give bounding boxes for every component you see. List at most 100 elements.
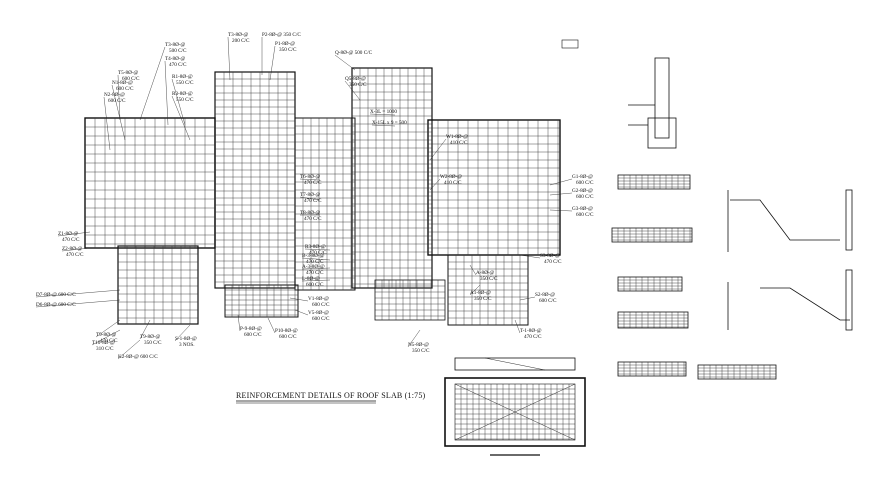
rebar-label-text: G3-8Ø-@ bbox=[572, 206, 593, 212]
rebar-spacing-text: 470 C/C bbox=[306, 270, 324, 276]
rebar-label-text: D7-8Ø-@ 600 C/C bbox=[36, 292, 76, 298]
rebar-label-text: S3-8Ø-@ bbox=[540, 253, 560, 259]
rebar-spacing-text: 600 C/C bbox=[108, 98, 126, 104]
rebar-label: S-1-8Ø-@3 NOS. bbox=[174, 324, 197, 348]
leader-line bbox=[91, 329, 121, 346]
leader-line bbox=[139, 46, 166, 121]
rebar-spacing-text: 350 C/C bbox=[349, 82, 367, 88]
rebar-label: D7-8Ø-@ 600 C/C bbox=[35, 289, 121, 298]
rebar-spacing-text: 470 C/C bbox=[304, 198, 322, 204]
rebar-spacing-text: 350 C/C bbox=[480, 276, 498, 282]
rebar-label: B-3-8Ø-@470 C/C bbox=[301, 253, 331, 265]
rebar-label: S3-8Ø-@470 C/C bbox=[519, 253, 562, 265]
rebar-label: T9-8Ø-@350 C/C bbox=[139, 319, 162, 346]
rebar-label-text: B-3-8Ø-@ bbox=[302, 253, 325, 259]
rebar-label-text: T4-8Ø-@ bbox=[165, 56, 186, 62]
leader-line bbox=[514, 319, 521, 334]
rebar-label-text: T3-8Ø-@ bbox=[165, 42, 186, 48]
rebar-spacing-text: 200 C/C bbox=[232, 38, 250, 44]
rebar-label: Q-8Ø-@ 500 C/C bbox=[334, 50, 373, 71]
rebar-spacing-text: 600 C/C bbox=[539, 298, 557, 304]
slab-section-detail bbox=[444, 357, 586, 456]
rebar-label-text: G1-8Ø-@ bbox=[572, 174, 593, 180]
rebar-label-text: S-1-8Ø-@ bbox=[175, 336, 197, 342]
rebar-label-text: T-1-8Ø-@ bbox=[520, 328, 542, 334]
leader-line bbox=[269, 45, 276, 81]
leader-line bbox=[227, 36, 231, 81]
rebar-spacing-text: 470 C/C bbox=[66, 252, 84, 258]
leader-line bbox=[549, 178, 573, 186]
rebar-label-text: T8-8Ø-@ bbox=[300, 210, 321, 216]
rebar-label: S2-8Ø-@600 C/C bbox=[519, 292, 557, 304]
rebar-spacing-text: 600 C/C bbox=[122, 76, 140, 82]
leader-line bbox=[95, 319, 121, 338]
leader-line bbox=[469, 264, 477, 276]
leader-line bbox=[429, 138, 447, 161]
rebar-labels: T3-8Ø-@500 C/CT5-8Ø-@600 C/CN1-8Ø-@600 C… bbox=[35, 32, 594, 360]
rebar-line bbox=[484, 357, 546, 371]
rebar-label: P10-8Ø-@600 C/C bbox=[267, 317, 298, 340]
leader-line bbox=[301, 257, 331, 261]
leader-line bbox=[164, 60, 169, 126]
rebar-label-text: W1-8Ø-@ bbox=[446, 134, 468, 140]
rebar-label-text: R3-8Ø-@ bbox=[172, 91, 193, 97]
rebar-spacing-text: 600 C/C bbox=[576, 194, 594, 200]
rebar-spacing-text: 500 C/C bbox=[169, 48, 187, 54]
rebar-label-text: N2-8Ø-@ bbox=[104, 92, 125, 98]
rebar-label-text: T5-8Ø-@ bbox=[118, 70, 139, 76]
rebar-label-text: L-8Ø-@ bbox=[302, 276, 320, 282]
leader-line bbox=[111, 84, 126, 141]
rebar-label-text: T9-8Ø-@ bbox=[96, 332, 117, 338]
leader-line bbox=[304, 248, 331, 251]
leader-line bbox=[369, 113, 396, 116]
rebar-label-text: S2-8Ø-@ bbox=[535, 292, 555, 298]
rebar-spacing-text: 600 C/C bbox=[576, 180, 594, 186]
rebar-label: Q5-8Ø-@350 C/C bbox=[344, 76, 367, 101]
rebar-spacing-text: 310 C/C bbox=[96, 346, 114, 352]
rebar-line bbox=[454, 383, 576, 441]
rebar-label-text: N5-8Ø-@ bbox=[408, 342, 429, 348]
rebar-spacing-text: 350 C/C bbox=[412, 348, 430, 354]
rebar-label: R1-8Ø-@550 C/C bbox=[171, 74, 194, 126]
rebar-label: K2-8Ø-@ 600 C/C bbox=[117, 339, 158, 360]
leader-line bbox=[301, 267, 331, 270]
rebar-label-text: N1-8Ø-@ bbox=[112, 80, 133, 86]
leader-line bbox=[371, 124, 396, 127]
rebar-label-text: X-3L = 1000 bbox=[370, 109, 397, 115]
leader-line bbox=[174, 324, 191, 342]
rebar-label: T5-8Ø-@600 C/C bbox=[117, 70, 140, 121]
leader-line bbox=[294, 309, 309, 316]
rebar-label-text: X-15L x 9 = 500 bbox=[372, 120, 407, 126]
leader-line bbox=[299, 178, 321, 181]
leader-line bbox=[117, 74, 121, 121]
rebar-label: V1-8Ø-@600 C/C bbox=[289, 296, 330, 308]
rebar-label: T-1-8Ø-@470 C/C bbox=[514, 319, 542, 340]
leader-line bbox=[139, 319, 151, 340]
rebar-spacing-text: 470 C/C bbox=[304, 216, 322, 222]
leader-line bbox=[117, 339, 141, 360]
leader-line bbox=[57, 231, 91, 237]
leader-line bbox=[61, 247, 91, 252]
rebar-spacing-text: 600 C/C bbox=[279, 334, 297, 340]
rebar-spacing-text: 600 C/C bbox=[116, 86, 134, 92]
rebar-label-text: D6-8Ø-@ 600 C/C bbox=[36, 302, 76, 308]
rebar-label-text: V5-8Ø-@ bbox=[308, 310, 329, 316]
leader-line bbox=[289, 297, 309, 302]
rebar-label: A-8Ø-@350 C/C bbox=[469, 264, 498, 282]
rebar-spacing-text: 550 C/C bbox=[176, 80, 194, 86]
leader-line bbox=[35, 299, 121, 308]
leader-line bbox=[301, 279, 331, 282]
rebar-label-text: P2-8Ø-@ 350 C/C bbox=[262, 32, 301, 38]
rebar-label-text: T9-8Ø-@ bbox=[140, 334, 161, 340]
rebar-spacing-text: 470 C/C bbox=[309, 250, 327, 256]
rebar-label: Z2-8Ø-@470 C/C bbox=[61, 246, 91, 258]
rebar-label-text: Z1-8Ø-@ bbox=[58, 231, 79, 237]
leader-line bbox=[344, 80, 361, 101]
rebar-spacing-text: 550 C/C bbox=[176, 97, 194, 103]
rebar-spacing-text: 3 NOS. bbox=[179, 342, 195, 348]
rebar-label: P1-8Ø-@350 C/C bbox=[269, 41, 297, 81]
rebar-label-text: R3-8Ø-@ bbox=[305, 244, 326, 250]
rebar-label: G1-8Ø-@600 C/C bbox=[549, 174, 594, 186]
rebar-label: A1-8Ø-@350 C/C bbox=[469, 284, 492, 302]
